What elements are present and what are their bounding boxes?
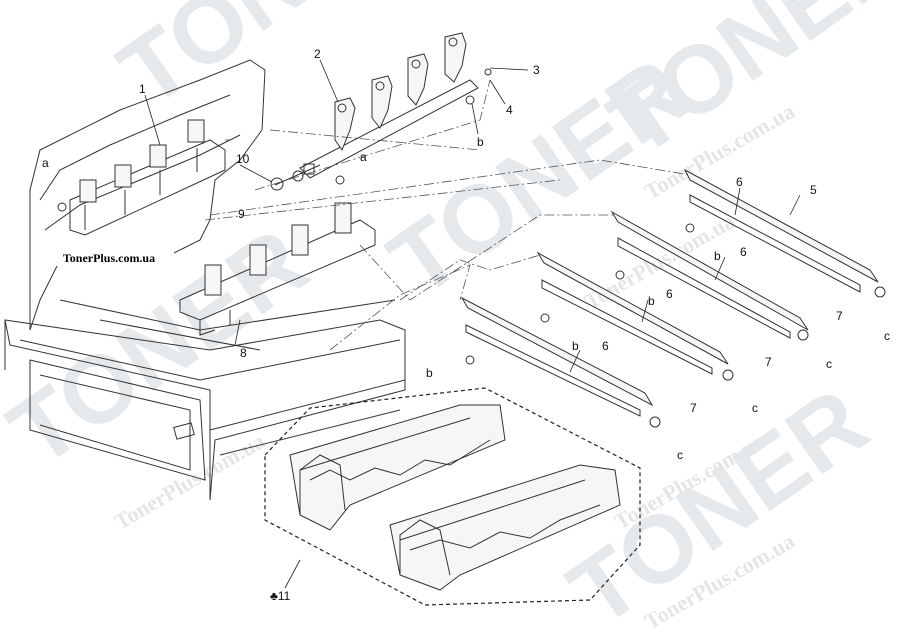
screw-b — [465, 95, 475, 105]
main-frame — [4, 59, 406, 501]
label-a: a — [360, 150, 367, 164]
part-8-lower-holder — [179, 202, 376, 336]
rail-3 — [536, 251, 729, 375]
callout-1: 1 — [139, 82, 146, 96]
screw-b — [615, 270, 625, 280]
label-b: b — [714, 249, 721, 263]
label-b: b — [572, 339, 579, 353]
callout-8: 8 — [240, 346, 247, 360]
screw-a — [335, 175, 345, 185]
callout-6: 6 — [736, 175, 743, 189]
fasteners — [57, 68, 886, 428]
callout-6: 6 — [740, 245, 747, 259]
callout-9: 9 — [238, 207, 245, 221]
callout-10: 10 — [236, 152, 250, 166]
screw-a — [57, 202, 67, 212]
screw-c — [722, 369, 734, 381]
part-2-upper-bracket — [299, 32, 479, 179]
callout-3: 3 — [533, 63, 540, 77]
screw-b — [685, 223, 695, 233]
screw-b — [540, 313, 550, 323]
screw-c — [797, 329, 809, 341]
callout-11: ♣11 — [270, 589, 291, 603]
part-10-gear — [270, 163, 321, 191]
callout-6: 6 — [602, 339, 609, 353]
label-b: b — [477, 135, 484, 149]
label-b: b — [648, 294, 655, 308]
callout-2: 2 — [314, 47, 321, 61]
rails-group — [460, 168, 879, 417]
label-b: b — [426, 366, 433, 380]
leader-lines — [144, 59, 801, 589]
pin — [484, 68, 492, 76]
screw-c — [874, 286, 886, 298]
callout-4: 4 — [506, 103, 513, 117]
label-c: c — [884, 329, 890, 343]
label-c: c — [677, 448, 683, 462]
callout-7: 7 — [690, 401, 697, 415]
part-11-waste-toner-box — [264, 387, 641, 606]
site-label: TonerPlus.com.ua — [44, 250, 174, 266]
projection-lines — [204, 79, 691, 351]
callout-6: 6 — [666, 287, 673, 301]
label-c: c — [752, 401, 758, 415]
callout-7: 7 — [765, 355, 772, 369]
label-c: c — [826, 357, 832, 371]
watermark-site-text: TonerPlus.com.ua — [110, 428, 269, 534]
rail-2 — [610, 210, 809, 339]
label-a: a — [42, 156, 49, 170]
rail-4 — [460, 296, 654, 417]
screw-b — [465, 355, 475, 365]
callout-7: 7 — [836, 309, 843, 323]
callout-5: 5 — [810, 183, 817, 197]
callouts: 1 2 3 4 5 6 6 6 6 7 7 7 8 9 10 ♣11 — [139, 47, 843, 603]
letter-labels: a a b b b b b c c c c — [42, 135, 890, 462]
rail-1 — [683, 168, 879, 293]
part-1-toner-holders — [69, 119, 226, 236]
screw-c — [649, 416, 661, 428]
